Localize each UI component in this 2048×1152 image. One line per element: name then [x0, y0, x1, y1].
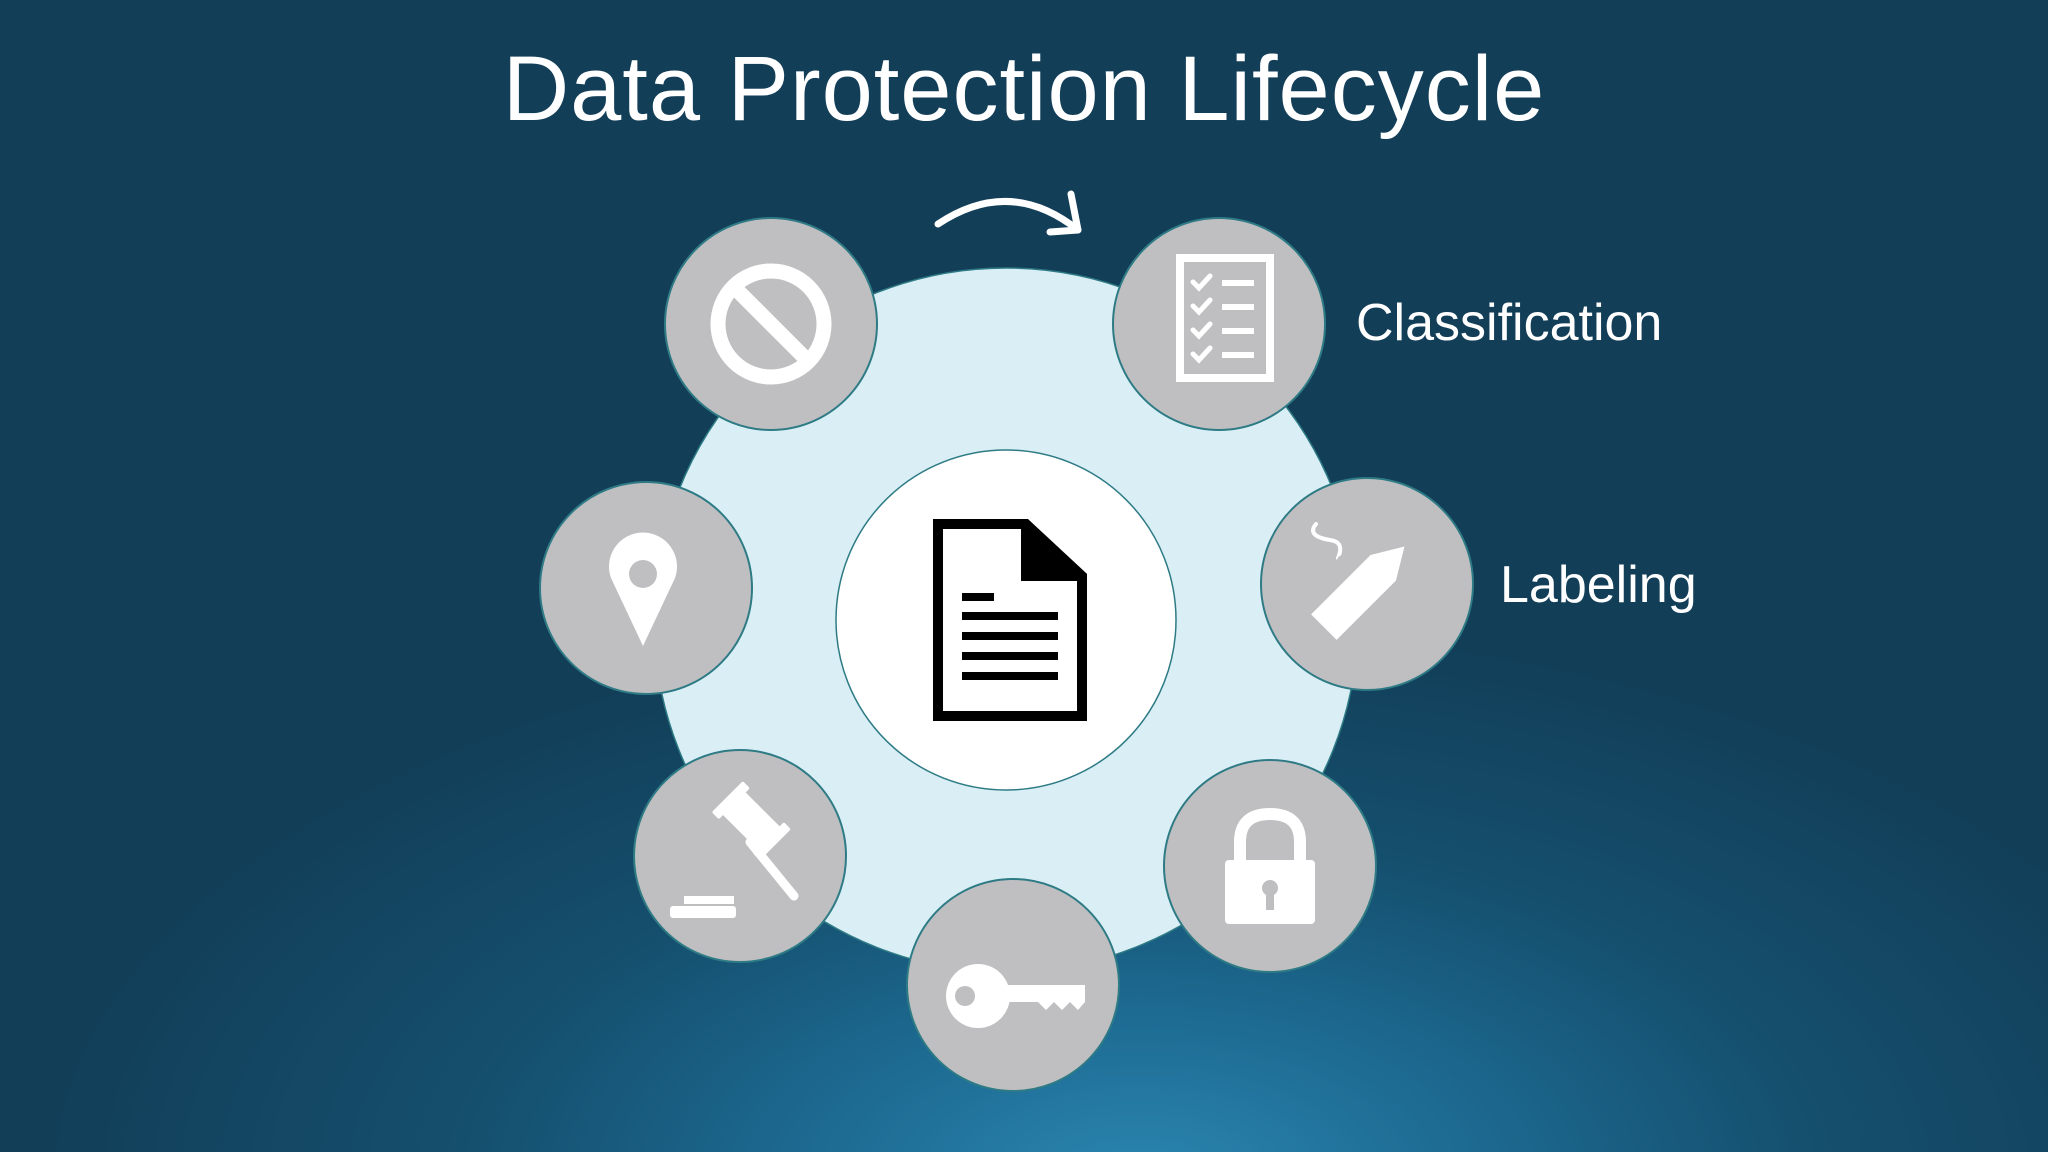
center-document-node [835, 449, 1177, 791]
prohibited-icon [710, 263, 832, 385]
step-node-location[interactable] [539, 481, 753, 695]
location-pin-icon [609, 532, 677, 646]
step-node-prohibited[interactable] [664, 217, 878, 431]
cycle-arrow-icon [934, 190, 1082, 236]
tag-icon [1311, 522, 1405, 640]
padlock-icon [1225, 807, 1315, 924]
step-node-key[interactable] [906, 878, 1120, 1092]
page-title: Data Protection Lifecycle [502, 38, 1546, 140]
document-icon [933, 519, 1087, 721]
step-node-labeling[interactable] [1260, 477, 1474, 691]
labeling-label: Labeling [1500, 556, 1697, 614]
step-node-classification[interactable] [1112, 217, 1326, 431]
classification-label: Classification [1356, 294, 1663, 352]
gavel-icon [670, 781, 799, 918]
key-icon [946, 964, 1085, 1028]
checklist-icon [1176, 254, 1274, 382]
step-node-lock[interactable] [1163, 759, 1377, 973]
step-node-gavel[interactable] [633, 749, 847, 963]
